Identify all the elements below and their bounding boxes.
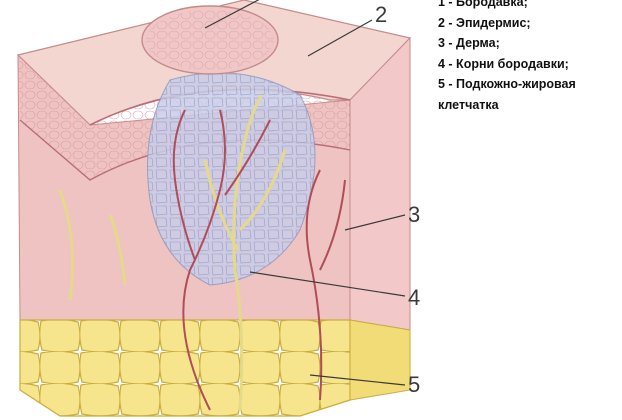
leader-lines — [204, 0, 406, 386]
legend-item-2: 2 - Эпидермис; — [438, 15, 531, 30]
callout-4: 4 — [408, 285, 420, 310]
callout-5: 5 — [408, 372, 420, 397]
nerve-fibers — [58, 94, 287, 411]
legend-item-5-cont: клетчатка — [438, 97, 499, 112]
callout-3: 3 — [408, 202, 420, 227]
callout-2: 2 — [375, 2, 387, 27]
legend: 1 - Бородавка; 2 - Эпидермис; 3 - Дерма;… — [438, 0, 622, 115]
legend-item-5: 5 - Подкожно-жировая — [438, 77, 576, 91]
legend-item-3: 3 - Дерма; — [438, 36, 500, 50]
legend-item-4: 4 - Корни бородавки; — [438, 56, 569, 71]
legend-item-1: 1 - Бородавка; — [438, 0, 528, 9]
blood-vessels — [172, 109, 346, 411]
